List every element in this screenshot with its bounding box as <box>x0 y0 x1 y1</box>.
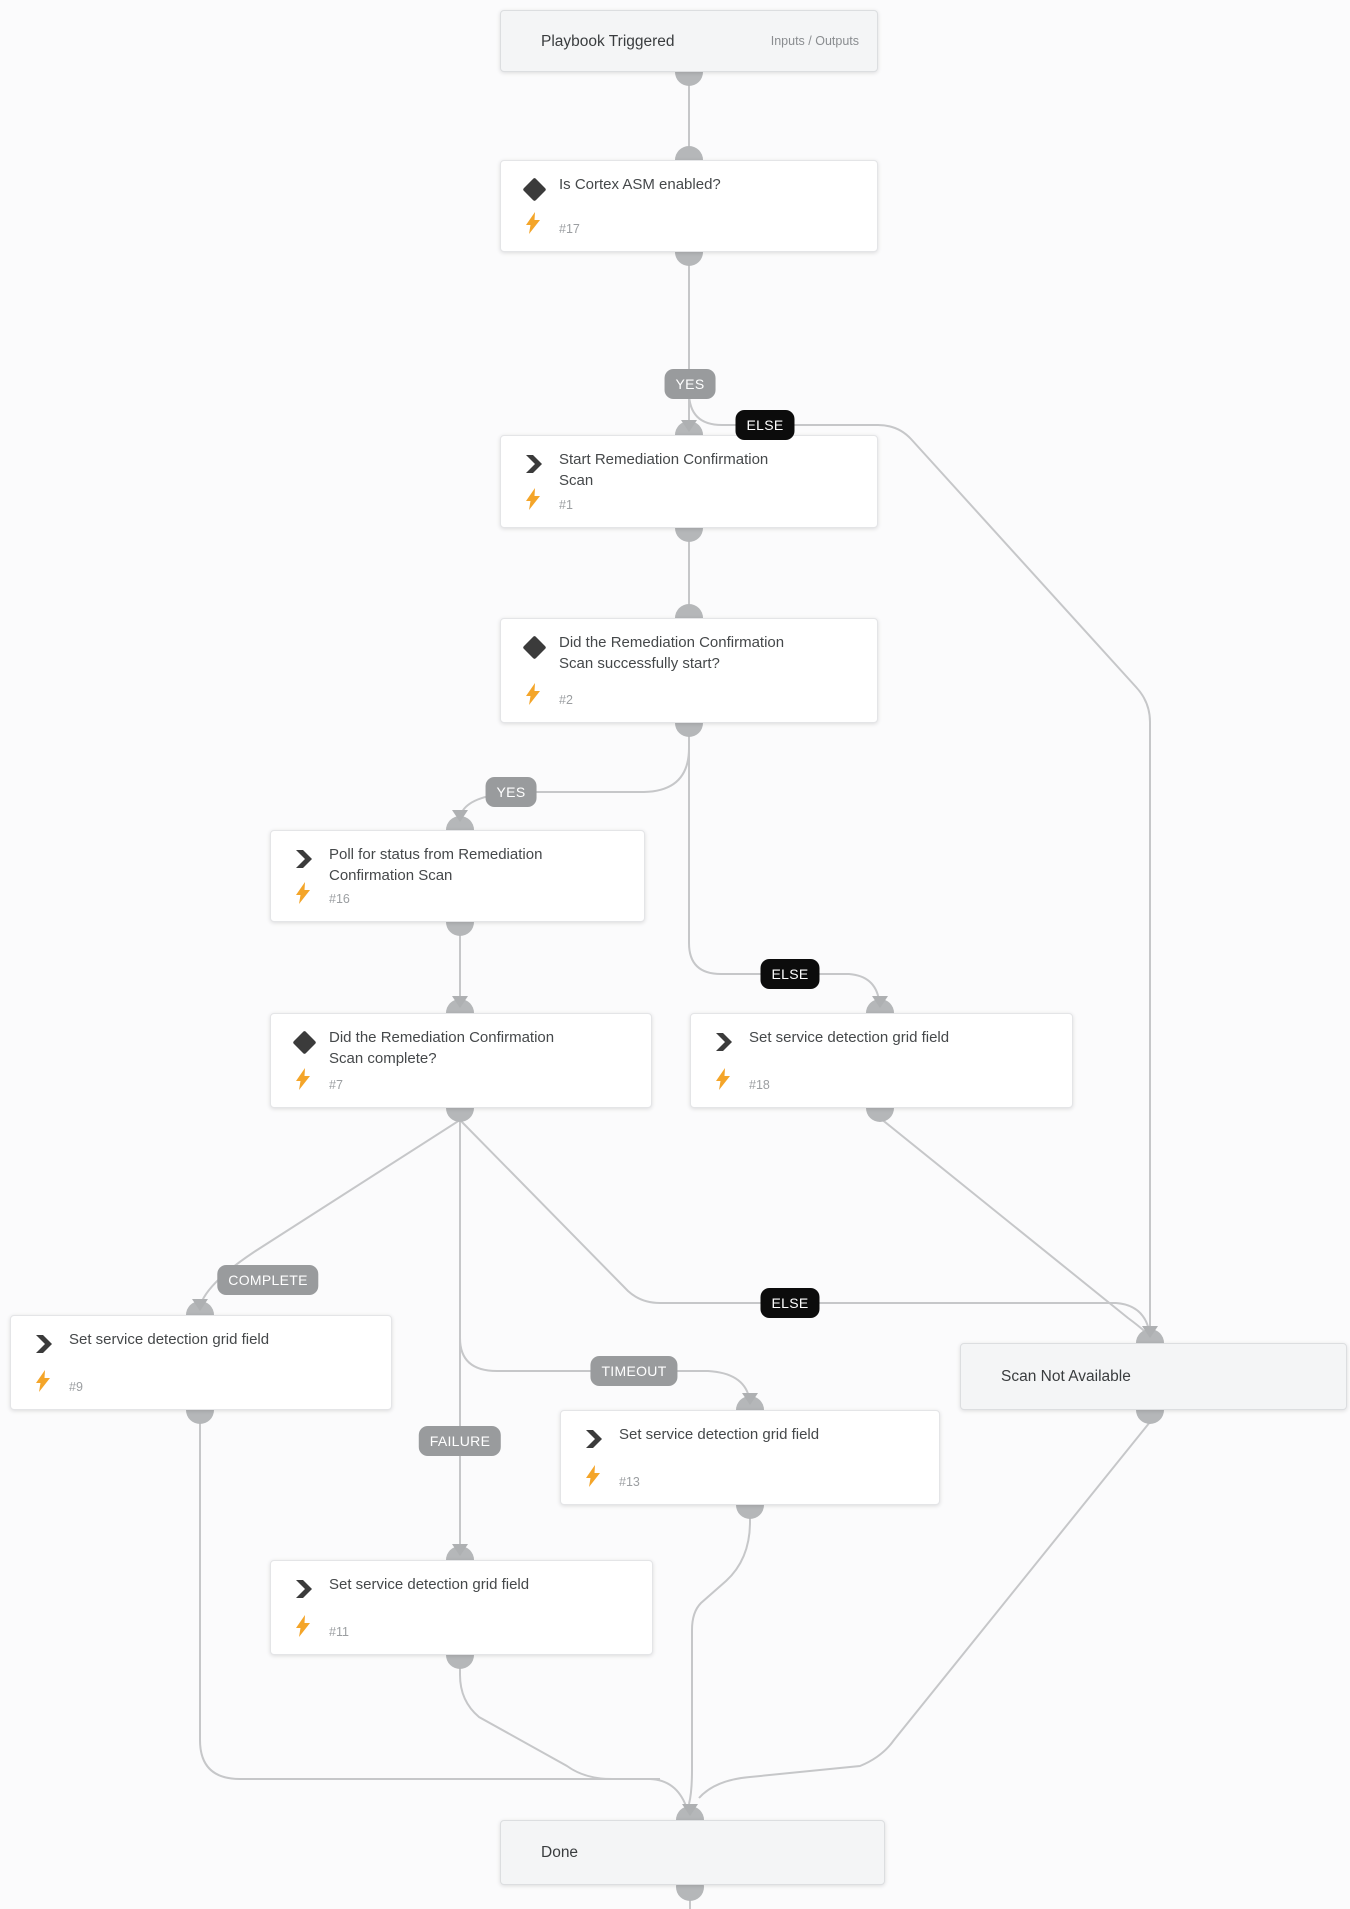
node-playbook-triggered[interactable]: Playbook Triggered Inputs / Outputs <box>500 10 878 72</box>
node-set-grid-field-13[interactable]: Set service detection grid field #13 <box>560 1410 940 1505</box>
task-chevron-icon <box>582 1427 606 1451</box>
node-set-grid-field-9[interactable]: Set service detection grid field #9 <box>10 1315 392 1410</box>
task-number: #11 <box>329 1625 349 1639</box>
edge-label-else: ELSE <box>735 410 795 440</box>
node-title: Done <box>541 1844 579 1861</box>
task-number: #7 <box>329 1078 343 1092</box>
edge-label-failure: FAILURE <box>418 1426 502 1456</box>
task-chevron-icon <box>32 1332 56 1356</box>
automation-bolt-icon <box>526 212 540 239</box>
node-start-remediation-scan[interactable]: Start Remediation Confirmation Scan #1 <box>500 435 878 528</box>
task-chevron-icon <box>522 452 546 476</box>
automation-bolt-icon <box>526 488 540 515</box>
node-title: Did the Remediation Confirmation Scan co… <box>329 1029 555 1067</box>
edge-label-yes: YES <box>664 369 716 399</box>
automation-bolt-icon <box>526 683 540 710</box>
task-chevron-icon <box>292 847 316 871</box>
task-chevron-icon <box>712 1030 736 1054</box>
automation-bolt-icon <box>296 1615 310 1642</box>
edge-label-timeout: TIMEOUT <box>590 1356 678 1386</box>
node-title: Playbook Triggered <box>541 32 675 50</box>
automation-bolt-icon <box>296 882 310 909</box>
node-did-scan-start[interactable]: Did the Remediation Confirmation Scan su… <box>500 618 878 723</box>
node-is-cortex-asm-enabled[interactable]: Is Cortex ASM enabled? #17 <box>500 160 878 252</box>
automation-bolt-icon <box>36 1370 50 1397</box>
node-title: Start Remediation Confirmation Scan <box>559 451 769 489</box>
task-number: #9 <box>69 1380 83 1394</box>
task-number: #1 <box>559 498 573 512</box>
edge-label-yes: YES <box>485 777 537 807</box>
condition-icon <box>521 634 547 660</box>
edge-label-complete: COMPLETE <box>217 1265 319 1295</box>
node-title: Set service detection grid field <box>329 1576 530 1593</box>
condition-icon <box>291 1029 317 1055</box>
edge-label-else: ELSE <box>760 1288 820 1318</box>
node-title: Poll for status from Remediation Confirm… <box>329 846 543 884</box>
node-poll-for-status[interactable]: Poll for status from Remediation Confirm… <box>270 830 645 922</box>
task-chevron-icon <box>292 1577 316 1601</box>
node-done[interactable]: Done <box>500 1820 885 1885</box>
node-title: Set service detection grid field <box>619 1426 820 1443</box>
node-title: Scan Not Available <box>1001 1368 1131 1385</box>
inputs-outputs-link[interactable]: Inputs / Outputs <box>770 34 859 48</box>
task-number: #16 <box>329 892 350 906</box>
node-did-scan-complete[interactable]: Did the Remediation Confirmation Scan co… <box>270 1013 652 1108</box>
node-title: Set service detection grid field <box>749 1029 950 1046</box>
task-number: #2 <box>559 693 573 707</box>
task-number: #18 <box>749 1078 770 1092</box>
task-number: #13 <box>619 1475 640 1489</box>
node-title: Is Cortex ASM enabled? <box>559 176 721 193</box>
node-set-grid-field-18[interactable]: Set service detection grid field #18 <box>690 1013 1073 1108</box>
automation-bolt-icon <box>716 1068 730 1095</box>
node-title: Set service detection grid field <box>69 1331 270 1348</box>
automation-bolt-icon <box>296 1068 310 1095</box>
condition-icon <box>521 176 547 202</box>
node-scan-not-available[interactable]: Scan Not Available <box>960 1343 1347 1410</box>
edge-label-else: ELSE <box>760 959 820 989</box>
automation-bolt-icon <box>586 1465 600 1492</box>
task-number: #17 <box>559 222 580 236</box>
node-set-grid-field-11[interactable]: Set service detection grid field #11 <box>270 1560 653 1655</box>
node-title: Did the Remediation Confirmation Scan su… <box>559 634 785 672</box>
